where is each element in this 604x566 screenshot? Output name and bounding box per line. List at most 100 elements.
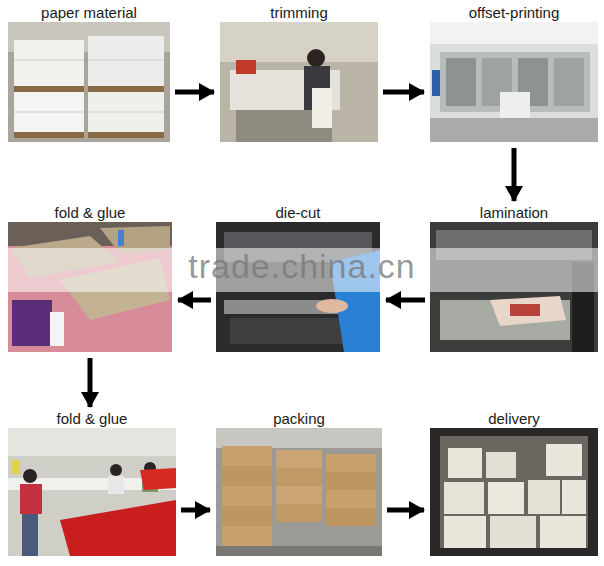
step-title: delivery	[430, 410, 598, 428]
step-panel: delivery	[430, 410, 598, 556]
laminator-photo-part	[490, 296, 566, 326]
photo-frame	[220, 22, 378, 142]
container-photo-part	[562, 480, 586, 514]
boxes-photo-part	[276, 468, 322, 486]
paper-photo-part	[88, 86, 164, 92]
die-cutter-photo-part	[230, 318, 350, 344]
flow-arrow	[383, 90, 424, 95]
paper-photo-part	[14, 112, 84, 113]
boxes-photo-part	[222, 526, 272, 546]
photo-frame	[8, 428, 176, 556]
printing-press-photo-part	[430, 22, 598, 44]
boxes-photo-part	[326, 508, 376, 526]
workshop-photo	[8, 428, 176, 556]
boxes-photo-part	[216, 546, 382, 556]
photo-frame	[8, 222, 172, 352]
paper-photo-part	[88, 132, 164, 138]
container-photo	[430, 428, 598, 556]
container-photo-part	[448, 448, 482, 478]
trimming-photo-part	[220, 22, 378, 62]
flow-arrow	[88, 358, 93, 407]
boxes-photo-part	[222, 446, 272, 466]
step-panel: paper material	[8, 4, 170, 142]
trimming-photo-part	[312, 88, 332, 128]
step-panel: fold & glue	[8, 410, 176, 556]
step-panel: packing	[216, 410, 382, 556]
printing-press-photo-part	[432, 70, 440, 96]
photo-frame	[216, 428, 382, 556]
flow-arrow	[175, 90, 214, 95]
folding-photo-part	[118, 230, 124, 246]
printing-press-photo-part	[446, 58, 476, 106]
laminator-photo-part	[510, 304, 540, 316]
step-title: lamination	[430, 204, 598, 222]
step-panel: trimming	[220, 4, 378, 142]
workshop-photo-part	[8, 428, 176, 556]
step-title: trimming	[220, 4, 378, 22]
boxes-photo-part	[326, 472, 376, 490]
printing-press-photo-part	[430, 22, 598, 142]
container-photo-part	[440, 436, 588, 548]
container-photo-part	[528, 480, 560, 514]
boxes-photo-part	[326, 490, 376, 508]
paper-photo-part	[14, 40, 84, 86]
step-title: paper material	[8, 4, 170, 22]
boxes-photo-part	[276, 486, 322, 504]
boxes-photo-part	[222, 486, 272, 506]
boxes-photo-part	[216, 428, 382, 556]
folding-photo-part	[50, 312, 64, 346]
flow-arrow	[178, 298, 211, 303]
workshop-photo-part	[110, 464, 122, 476]
container-photo-part	[540, 516, 586, 548]
boxes-photo-part	[276, 504, 322, 522]
boxes-photo-part	[222, 466, 272, 486]
boxes-photo-part	[216, 428, 382, 448]
boxes-photo-part	[222, 506, 272, 526]
workshop-photo-part	[140, 468, 176, 490]
folding-photo-part	[12, 300, 52, 346]
container-photo-part	[490, 516, 536, 548]
photo-frame	[8, 22, 170, 142]
die-cutter-photo-part	[316, 299, 348, 313]
photo-frame	[430, 22, 598, 142]
workshop-photo-part	[60, 500, 176, 556]
workshop-photo-part	[108, 476, 124, 494]
workshop-photo-part	[20, 484, 42, 514]
boxes-photo-part	[276, 450, 322, 468]
step-panel: offset-printing	[430, 4, 598, 142]
printing-press-photo-part	[430, 118, 598, 142]
workshop-photo-part	[22, 514, 38, 556]
paper-photo-part	[14, 60, 84, 61]
paper-photo-part	[88, 112, 164, 113]
paper-photo-part	[14, 92, 84, 132]
container-photo-part	[444, 516, 486, 548]
boxes-photo	[216, 428, 382, 556]
boxes-photo-part	[326, 454, 376, 472]
step-title: die-cut	[216, 204, 380, 222]
paper-photo-part	[14, 86, 84, 92]
container-photo-part	[488, 482, 524, 514]
watermark: trade.china.cn	[0, 246, 604, 287]
step-title: fold & glue	[8, 410, 176, 428]
paper-photo-part	[8, 22, 170, 142]
flow-arrow	[181, 508, 210, 513]
photo-frame	[430, 222, 598, 352]
photo-frame	[216, 222, 380, 352]
workshop-photo-part	[8, 428, 176, 456]
workshop-photo-part	[12, 460, 20, 474]
printing-press-photo	[430, 22, 598, 142]
container-photo-part	[486, 452, 516, 478]
trimming-photo-part	[307, 49, 325, 67]
container-photo-part	[444, 482, 484, 514]
step-title: fold & glue	[8, 204, 172, 222]
flow-arrow	[386, 298, 425, 303]
workshop-photo-part	[23, 469, 37, 483]
step-title: packing	[216, 410, 382, 428]
step-panel: lamination	[430, 204, 598, 352]
step-panel: fold & glue	[8, 204, 172, 352]
paper-photo-part	[14, 132, 84, 138]
container-photo-part	[430, 428, 598, 556]
paper-photo-part	[88, 92, 164, 132]
flow-arrow	[387, 508, 424, 513]
